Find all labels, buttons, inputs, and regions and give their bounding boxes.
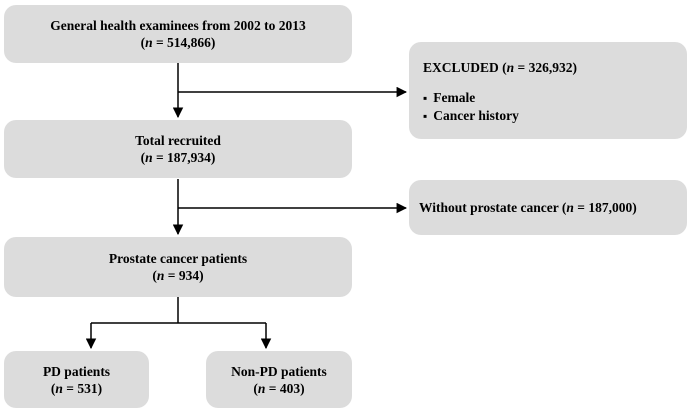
without-prostate-cancer-box: Without prostate cancer (n = 187,000)	[409, 180, 687, 235]
recruited-box: Total recruited (n = 187,934)	[4, 120, 352, 178]
without-label: Without prostate cancer (n = 187,000)	[419, 200, 637, 215]
pd-count: (n = 531)	[50, 380, 103, 396]
pd-label: PD patients	[42, 363, 111, 379]
examinees-count: (n = 514,866)	[140, 35, 216, 50]
nonpd-label: Non-PD patients	[231, 363, 327, 379]
examinees-box: General health examinees from 2002 to 20…	[4, 5, 352, 63]
examinees-label: General health examinees from 2002 to 20…	[50, 18, 306, 33]
excluded-item-cancer-history: Cancer history	[423, 107, 687, 125]
prostate-label: Prostate cancer patients	[108, 251, 248, 266]
recruited-count: (n = 187,934)	[140, 150, 216, 165]
excluded-box: EXCLUDED (n = 326,932) Female Cancer his…	[409, 42, 687, 139]
excluded-item-female: Female	[423, 89, 687, 107]
nonpd-count: (n = 403)	[253, 380, 305, 396]
prostate-cancer-box: Prostate cancer patients (n = 934)	[4, 237, 352, 297]
non-pd-patients-box: Non-PD patients (n = 403)	[206, 351, 352, 408]
prostate-count: (n = 934)	[152, 268, 204, 283]
excluded-criteria-list: Female Cancer history	[423, 89, 687, 125]
recruited-label: Total recruited	[135, 133, 221, 148]
pd-patients-box: PD patients (n = 531)	[4, 351, 149, 408]
excluded-title: EXCLUDED (n = 326,932)	[423, 60, 577, 75]
